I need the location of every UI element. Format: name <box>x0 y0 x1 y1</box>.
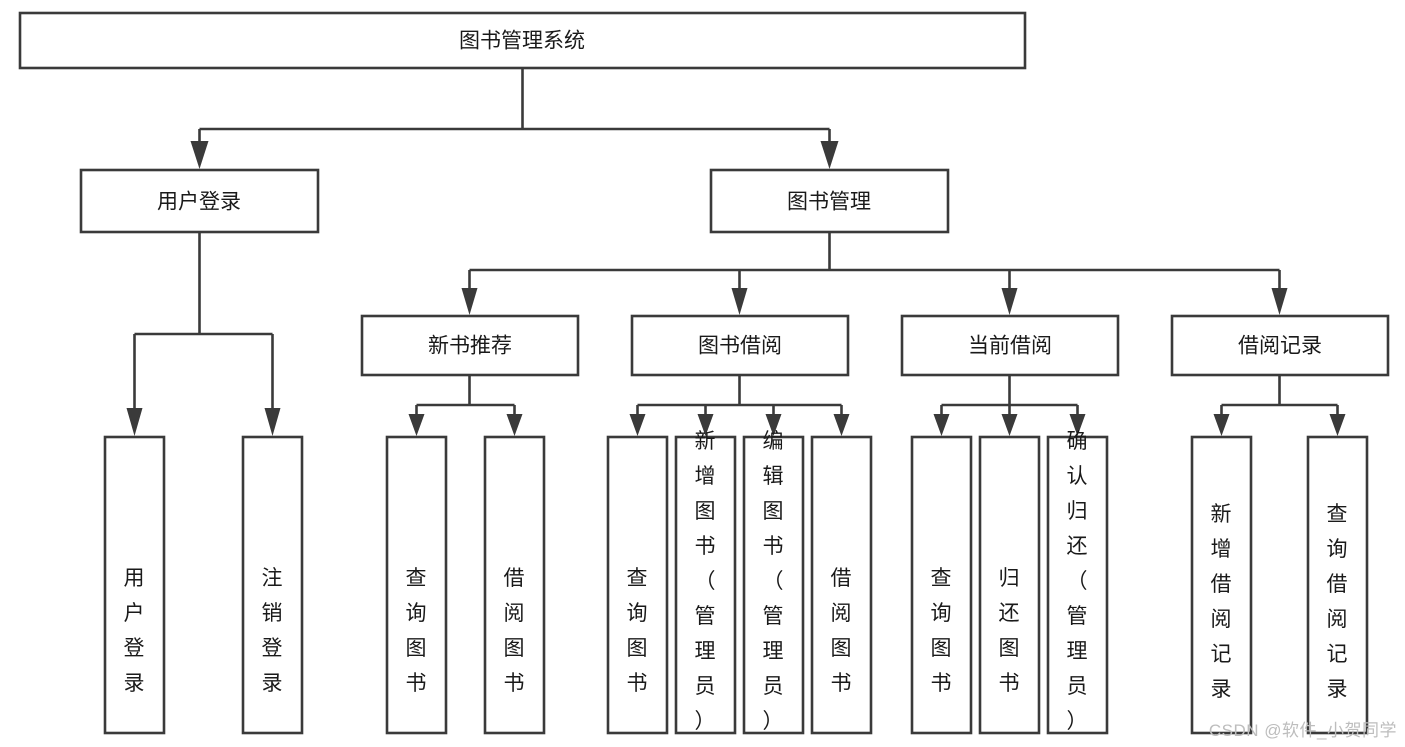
node-leaf-borrow-book-1[interactable]: 借阅图书 <box>483 435 546 735</box>
arrow-head-leaf-query-book-1 <box>408 414 425 436</box>
node-leaf-query-book-1-box[interactable] <box>385 435 448 735</box>
arrow-head-leaf-add-record <box>1213 414 1230 436</box>
connector-layer <box>126 68 1346 436</box>
node-leaf-query-book-3[interactable]: 查询图书 <box>910 435 973 735</box>
arrow-head-book-borrow <box>731 288 748 315</box>
arrow-head-current-borrow <box>1001 288 1018 315</box>
node-borrow-record[interactable]: 借阅记录 <box>1170 314 1390 377</box>
arrow-head-leaf-confirm-return <box>1069 414 1086 436</box>
node-leaf-query-book-3-box[interactable] <box>910 435 973 735</box>
node-book-borrow-label: 图书借阅 <box>698 335 782 358</box>
node-leaf-query-book-2[interactable]: 查询图书 <box>606 435 669 735</box>
node-root-box[interactable] <box>18 11 1027 70</box>
node-new-book-recommend[interactable]: 新书推荐 <box>360 314 580 377</box>
node-leaf-add-book-label: 新增图书（管理员） <box>695 430 716 733</box>
node-leaf-logout-login-label: 注销登录 <box>262 567 283 695</box>
node-leaf-return-book[interactable]: 归还图书 <box>978 435 1041 735</box>
node-user-login[interactable]: 用户登录 <box>79 168 320 234</box>
node-leaf-query-book-1-label: 查询图书 <box>406 567 427 695</box>
node-user-login-box[interactable] <box>79 168 320 234</box>
node-root-label: 图书管理系统 <box>459 30 585 53</box>
node-leaf-borrow-book-2-box[interactable] <box>810 435 873 735</box>
node-leaf-logout-login[interactable]: 注销登录 <box>241 435 304 735</box>
node-borrow-record-box[interactable] <box>1170 314 1390 377</box>
arrow-head-leaf-query-book-3 <box>933 414 950 436</box>
node-leaf-borrow-book-2[interactable]: 借阅图书 <box>810 435 873 735</box>
node-leaf-confirm-return[interactable]: 确认归还（管理员） <box>1046 430 1109 735</box>
node-leaf-user-login-label: 用户登录 <box>124 567 145 695</box>
node-leaf-borrow-book-2-label: 借阅图书 <box>831 567 852 695</box>
arrow-head-leaf-add-book <box>697 414 714 436</box>
arrow-head-leaf-user-login <box>126 408 143 436</box>
arrow-head-leaf-borrow-book-1 <box>506 414 523 436</box>
node-leaf-borrow-book-1-box[interactable] <box>483 435 546 735</box>
node-leaf-add-record-label: 新增借阅记录 <box>1211 503 1232 701</box>
arrow-head-book-manage <box>820 141 839 169</box>
node-leaf-add-book[interactable]: 新增图书（管理员） <box>674 430 737 735</box>
node-leaf-query-book-3-label: 查询图书 <box>931 567 952 695</box>
arrow-head-leaf-logout-login <box>264 408 281 436</box>
node-book-manage-box[interactable] <box>709 168 950 234</box>
node-leaf-query-book-1[interactable]: 查询图书 <box>385 435 448 735</box>
node-book-manage-label: 图书管理 <box>787 191 871 214</box>
node-current-borrow-box[interactable] <box>900 314 1120 377</box>
arrow-head-leaf-return-book <box>1001 414 1018 436</box>
node-leaf-add-record[interactable]: 新增借阅记录 <box>1190 435 1253 735</box>
node-leaf-edit-book-box[interactable] <box>742 435 805 735</box>
node-leaf-edit-book[interactable]: 编辑图书（管理员） <box>742 430 805 735</box>
arrow-head-user-login <box>190 141 209 169</box>
node-leaf-query-record[interactable]: 查询借阅记录 <box>1306 435 1369 735</box>
node-leaf-return-book-label: 归还图书 <box>999 567 1020 695</box>
node-borrow-record-label: 借阅记录 <box>1238 335 1322 358</box>
node-book-manage[interactable]: 图书管理 <box>709 168 950 234</box>
node-leaf-borrow-book-1-label: 借阅图书 <box>504 567 525 695</box>
node-root[interactable]: 图书管理系统 <box>18 11 1027 70</box>
arrow-head-new-book-recommend <box>461 288 478 315</box>
arrow-head-borrow-record <box>1271 288 1288 315</box>
node-leaf-logout-login-box[interactable] <box>241 435 304 735</box>
node-current-borrow[interactable]: 当前借阅 <box>900 314 1120 377</box>
node-leaf-return-book-box[interactable] <box>978 435 1041 735</box>
arrow-head-leaf-edit-book <box>765 414 782 436</box>
node-leaf-user-login-box[interactable] <box>103 435 166 735</box>
node-user-login-label: 用户登录 <box>157 191 241 214</box>
node-leaf-query-record-box[interactable] <box>1306 435 1369 735</box>
node-new-book-recommend-box[interactable] <box>360 314 580 377</box>
node-leaf-confirm-return-box[interactable] <box>1046 435 1109 735</box>
node-new-book-recommend-label: 新书推荐 <box>428 335 512 358</box>
node-leaf-confirm-return-label: 确认归还（管理员） <box>1067 430 1088 733</box>
arrow-head-leaf-borrow-book-2 <box>833 414 850 436</box>
node-leaf-query-record-label: 查询借阅记录 <box>1327 503 1348 701</box>
node-leaf-user-login[interactable]: 用户登录 <box>103 435 166 735</box>
node-current-borrow-label: 当前借阅 <box>968 335 1052 358</box>
node-leaf-query-book-2-box[interactable] <box>606 435 669 735</box>
arrow-head-leaf-query-book-2 <box>629 414 646 436</box>
node-book-borrow[interactable]: 图书借阅 <box>630 314 850 377</box>
node-leaf-query-book-2-label: 查询图书 <box>627 567 648 695</box>
node-leaf-add-book-box[interactable] <box>674 435 737 735</box>
arrow-head-leaf-query-record <box>1329 414 1346 436</box>
node-leaf-edit-book-label: 编辑图书（管理员） <box>763 430 784 733</box>
node-leaf-add-record-box[interactable] <box>1190 435 1253 735</box>
node-book-borrow-box[interactable] <box>630 314 850 377</box>
